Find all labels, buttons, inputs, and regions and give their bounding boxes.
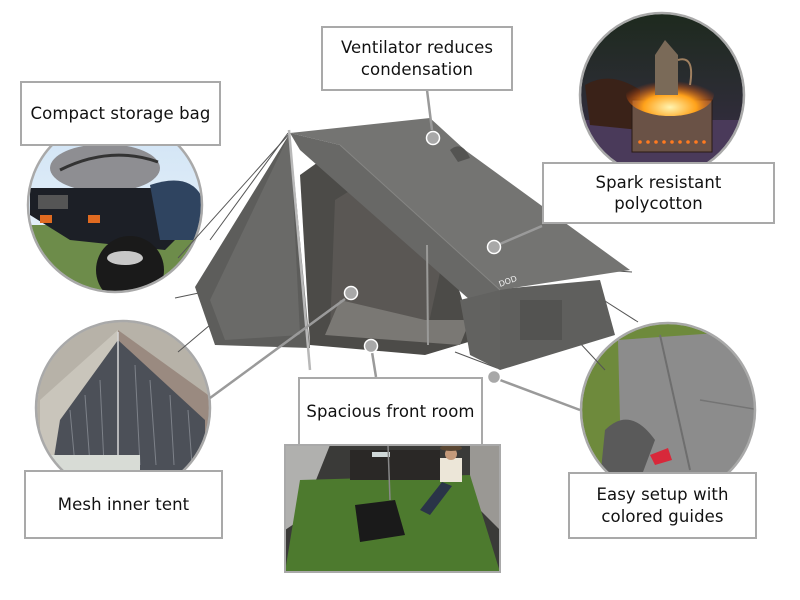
campfire-photo [578, 11, 746, 179]
feature-label-text: Compact storage bag [30, 103, 211, 123]
feature-label-text: Ventilator reduces condensation [340, 38, 494, 79]
callout-dots [343, 130, 502, 385]
feature-label-polycotton: Spark resistant polycotton [542, 162, 775, 224]
feature-label-ventilator: Ventilator reduces condensation [321, 26, 513, 91]
front-room-callout-dot [363, 338, 379, 354]
feature-label-text: Easy setup with colored guides [596, 485, 729, 526]
feature-label-text: Mesh inner tent [57, 494, 190, 514]
callout-lines [209, 89, 581, 412]
front-room-photo [284, 444, 501, 573]
colored-guides-photo [579, 321, 757, 499]
storage-bag-photo [26, 116, 204, 294]
feature-label-setup: Easy setup with colored guides [568, 472, 757, 539]
tent-illustration: DOD [174, 118, 639, 371]
setup-callout-dot [486, 369, 502, 385]
feature-label-storage: Compact storage bag [20, 81, 221, 146]
mesh-callout-dot [343, 285, 359, 301]
feature-label-text: Spacious front room [306, 401, 475, 421]
feature-label-mesh: Mesh inner tent [24, 470, 223, 539]
feature-label-front-room: Spacious front room [298, 377, 483, 446]
ventilator-callout-dot [425, 130, 441, 146]
feature-label-text: Spark resistant polycotton [595, 172, 722, 213]
polycotton-callout-dot [486, 239, 502, 255]
